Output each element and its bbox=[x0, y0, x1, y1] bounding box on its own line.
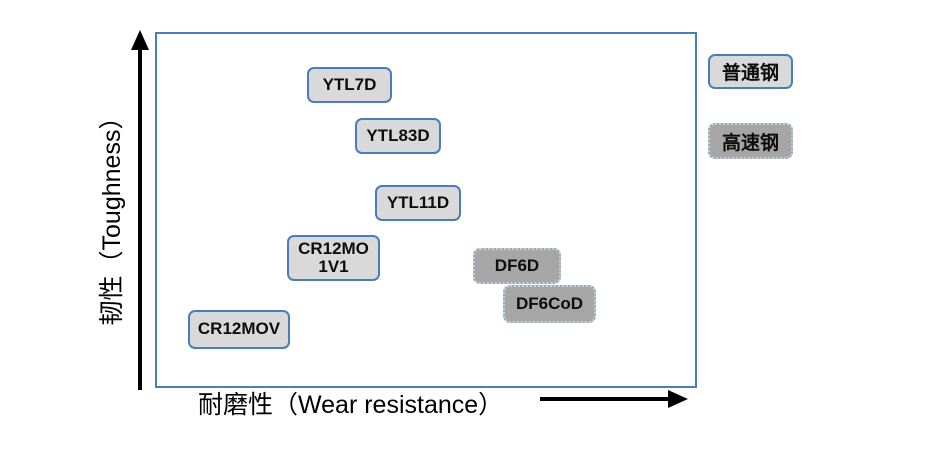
y-axis-arrow-icon bbox=[131, 30, 149, 390]
legend-item-ordinary-steel[interactable]: 普通钢 bbox=[708, 54, 793, 89]
node-df6cod[interactable]: DF6CoD bbox=[503, 285, 596, 323]
node-ytl83d[interactable]: YTL83D bbox=[355, 118, 441, 154]
legend-item-high-speed-steel[interactable]: 高速钢 bbox=[708, 123, 793, 159]
node-ytl11d[interactable]: YTL11D bbox=[375, 185, 461, 221]
node-ytl7d[interactable]: YTL7D bbox=[307, 67, 392, 103]
y-axis-title: 韧性（Toughness） bbox=[98, 104, 126, 326]
x-axis-arrow-icon bbox=[540, 390, 688, 408]
node-cr12mo1v1[interactable]: CR12MO 1V1 bbox=[287, 235, 380, 281]
node-df6d[interactable]: DF6D bbox=[473, 248, 561, 284]
node-cr12mov[interactable]: CR12MOV bbox=[188, 310, 290, 349]
x-axis-title: 耐磨性（Wear resistance） bbox=[198, 391, 504, 419]
